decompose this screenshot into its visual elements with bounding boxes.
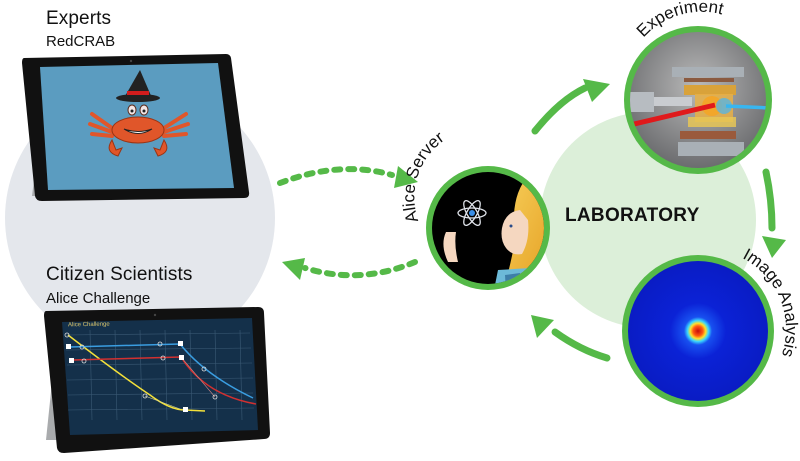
arrowhead-experiment-to-image xyxy=(762,236,786,258)
laser-red xyxy=(630,102,716,128)
arrowhead-to-users xyxy=(282,258,305,280)
experts-tablet xyxy=(22,54,250,201)
laboratory-label: LABORATORY xyxy=(565,205,700,226)
arrow-image-to-server[interactable] xyxy=(551,328,611,362)
citizen-subtitle: Alice Challenge xyxy=(46,290,151,307)
apparatus-icon xyxy=(630,67,766,156)
dashed-arrow-to-users[interactable] xyxy=(302,259,418,279)
citizen-title: Citizen Scientists xyxy=(46,264,193,285)
game-screen xyxy=(62,318,258,435)
arrow-server-to-experiment[interactable] xyxy=(531,84,589,135)
image-analysis-node[interactable] xyxy=(622,255,774,407)
laser-blue xyxy=(725,104,766,110)
citizen-tablet xyxy=(44,307,270,453)
heatmap-icon xyxy=(628,261,768,401)
crab-mascot-icon xyxy=(88,70,190,157)
experiment-node[interactable] xyxy=(624,26,772,174)
game-screen-title: Alice Challenge xyxy=(67,321,110,329)
game-curve-yellow xyxy=(67,334,206,412)
atom-icon xyxy=(457,199,487,227)
experts-subtitle: RedCRAB xyxy=(46,33,116,50)
arrowhead-image-to-server xyxy=(531,315,554,338)
dashed-arrow-to-server[interactable] xyxy=(277,166,395,186)
arrowhead-to-server xyxy=(394,166,418,188)
experts-title: Experts xyxy=(46,8,112,29)
arrowhead-server-to-experiment xyxy=(583,79,610,102)
arrow-experiment-to-image[interactable] xyxy=(762,168,776,232)
alice-server-node[interactable] xyxy=(426,166,556,300)
